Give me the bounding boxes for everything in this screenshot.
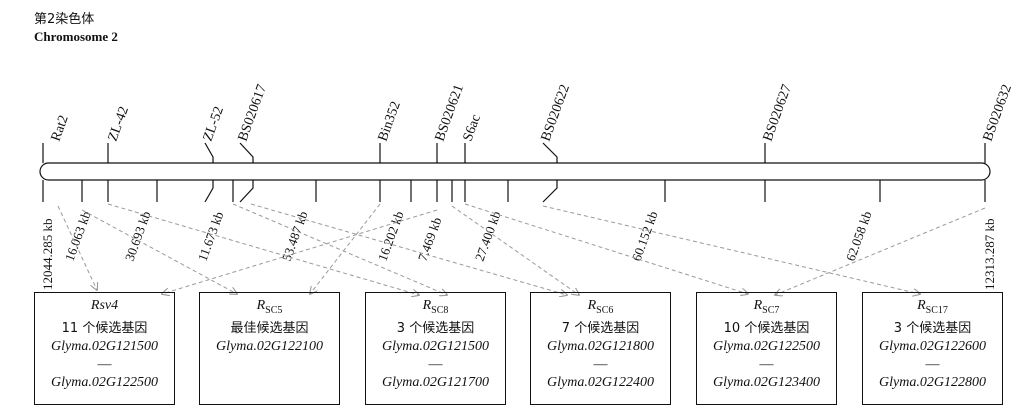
mapping-arrow bbox=[107, 203, 419, 295]
gene-start: Glyma.02G121500 bbox=[51, 338, 158, 354]
title-chinese: 第2染色体 bbox=[34, 12, 95, 27]
marker-label: BS020632 bbox=[981, 83, 1015, 144]
marker-leaders bbox=[42, 142, 986, 163]
candidate-count: 3 个候选基因 bbox=[893, 320, 972, 336]
distance-label: 12044.285 kb bbox=[40, 219, 55, 291]
range-dash: — bbox=[759, 356, 774, 372]
gene-start: Glyma.02G122600 bbox=[879, 338, 986, 354]
gene-end: Glyma.02G123400 bbox=[713, 374, 820, 390]
range-dash: — bbox=[593, 356, 608, 372]
gene-end: Glyma.02G121700 bbox=[382, 374, 489, 390]
marker-label: Rat2 bbox=[49, 113, 72, 143]
mapping-arrow bbox=[162, 209, 438, 294]
gene-start: Glyma.02G121800 bbox=[547, 338, 654, 354]
gene-name: Rsv4 bbox=[90, 298, 119, 313]
gene-box-rsc6: RSC6 7 个候选基因 Glyma.02G121800 — Glyma.02G… bbox=[530, 292, 671, 405]
mapping-arrow bbox=[775, 207, 986, 295]
gene-name: RSC5 bbox=[256, 298, 283, 316]
gene-box-rsc8: RSC8 3 个候选基因 Glyma.02G121500 — Glyma.02G… bbox=[365, 292, 506, 405]
mapping-arrow bbox=[250, 203, 567, 295]
marker-label: ZL-42 bbox=[106, 105, 132, 144]
gene-end: Glyma.02G122800 bbox=[879, 374, 986, 390]
mapping-arrow bbox=[310, 203, 381, 294]
range-dash: — bbox=[925, 356, 940, 372]
distance-label: 30.693 kb bbox=[122, 209, 154, 263]
title-english: Chromosome 2 bbox=[34, 29, 118, 44]
candidate-count: 11 个候选基因 bbox=[61, 320, 148, 336]
candidate-count: 最佳候选基因 bbox=[230, 320, 309, 336]
chromosome-bar bbox=[39, 162, 991, 181]
distance-label: 62.058 kb bbox=[843, 209, 875, 263]
mapping-arrow bbox=[81, 209, 237, 294]
gene-box-rsc5: RSC5 最佳候选基因 Glyma.02G122100 bbox=[199, 292, 340, 405]
position-leader bbox=[239, 180, 254, 203]
distance-label: 60.152 kb bbox=[629, 209, 661, 263]
gene-name: RSC8 bbox=[422, 298, 449, 316]
marker-leader bbox=[542, 142, 558, 163]
gene-box-rsv4: Rsv4 11 个候选基因 Glyma.02G121500 — Glyma.02… bbox=[34, 292, 175, 405]
candidate-count: 3 个候选基因 bbox=[396, 320, 475, 336]
gene-start: Glyma.02G122500 bbox=[713, 338, 820, 354]
mapping-arrow bbox=[232, 203, 447, 295]
candidate-count: 10 个候选基因 bbox=[723, 320, 810, 336]
mapping-arrow bbox=[57, 205, 97, 290]
marker-leader bbox=[204, 142, 214, 163]
marker-label: S6ac bbox=[461, 113, 484, 144]
mapping-arrows bbox=[57, 203, 986, 295]
gene-box-rsc7: RSC7 10 个候选基因 Glyma.02G122500 — Glyma.02… bbox=[696, 292, 837, 405]
gene-end: Glyma.02G122500 bbox=[51, 374, 158, 390]
distance-label: 12313.287 kb bbox=[982, 219, 997, 291]
gene-box-rsc17: RSC17 3 个候选基因 Glyma.02G122600 — Glyma.02… bbox=[862, 292, 1003, 405]
marker-leader bbox=[239, 142, 254, 163]
range-dash: — bbox=[97, 356, 112, 372]
gene-end: Glyma.02G122400 bbox=[547, 374, 654, 390]
distance-label: 11.673 kb bbox=[195, 209, 227, 263]
distance-label: 16.202 kb bbox=[375, 209, 407, 263]
gene-name: RSC17 bbox=[917, 298, 948, 316]
position-leaders bbox=[42, 180, 986, 203]
figure-title: 第2染色体 Chromosome 2 bbox=[34, 12, 118, 46]
marker-label: BS020622 bbox=[539, 83, 573, 144]
range-dash: — bbox=[428, 356, 443, 372]
gene-start: Glyma.02G121500 bbox=[382, 338, 489, 354]
marker-label: BS020627 bbox=[761, 83, 795, 144]
position-leader bbox=[204, 180, 214, 203]
distance-label: 27.400 kb bbox=[472, 209, 504, 263]
marker-label: ZL-52 bbox=[201, 105, 227, 144]
mapping-arrow bbox=[542, 205, 920, 294]
gene-start: Glyma.02G122100 bbox=[216, 338, 323, 354]
position-leader bbox=[542, 180, 558, 203]
candidate-count: 7 个候选基因 bbox=[561, 320, 640, 336]
distance-label: 16.063 kb bbox=[62, 209, 94, 263]
mapping-arrow bbox=[451, 205, 579, 295]
gene-name: RSC6 bbox=[587, 298, 614, 316]
mapping-arrow bbox=[464, 203, 748, 294]
gene-name: RSC7 bbox=[753, 298, 780, 316]
marker-label: Bin352 bbox=[376, 99, 404, 143]
marker-label: BS020617 bbox=[236, 83, 270, 144]
